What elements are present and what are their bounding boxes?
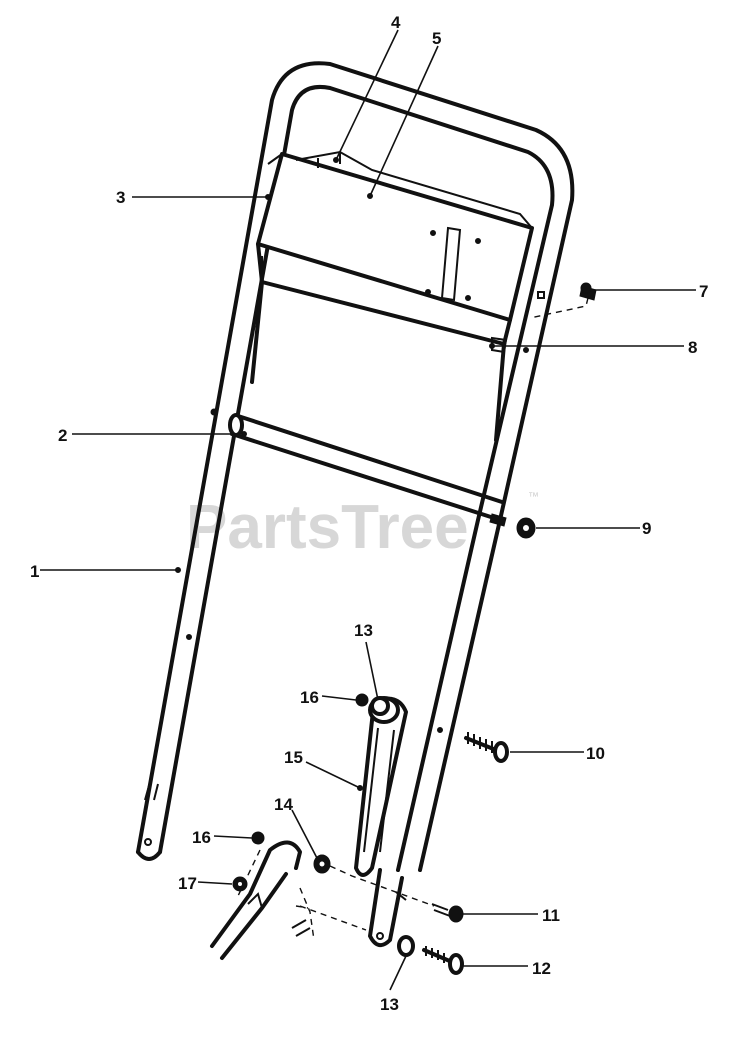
callout-17: 17: [178, 874, 197, 893]
bracket-15[interactable]: [354, 696, 408, 877]
callout-10: 10: [586, 744, 605, 763]
callout-11: 11: [542, 906, 560, 925]
deck-bracket[interactable]: [210, 840, 315, 960]
watermark-trademark: ™: [528, 491, 539, 503]
fastener-9[interactable]: [489, 513, 536, 539]
callout-4: 4: [391, 13, 401, 32]
callout-16-upper: 16: [300, 688, 319, 707]
cross-bar[interactable]: [228, 413, 504, 520]
callout-2: 2: [58, 426, 67, 445]
callout-labels: 3 4 5 7 8 2 1 9 10 13 16 15 14 16 17 11 …: [30, 13, 708, 1014]
fastener-16-lower[interactable]: [251, 831, 265, 845]
callout-9: 9: [642, 519, 651, 538]
callout-16-lower: 16: [192, 828, 211, 847]
fastener-7[interactable]: [529, 282, 597, 319]
callout-1: 1: [30, 562, 39, 581]
callout-13-upper: 13: [354, 621, 373, 640]
callout-14: 14: [274, 795, 293, 814]
leader-lines: [40, 29, 696, 991]
bolt-12[interactable]: [299, 905, 464, 975]
callout-12: 12: [532, 959, 551, 978]
bolt-10[interactable]: [437, 727, 509, 763]
callout-3: 3: [116, 188, 125, 207]
fastener-16-upper[interactable]: [355, 693, 390, 716]
lower-bracket[interactable]: [368, 868, 407, 948]
upper-handle[interactable]: [136, 61, 575, 872]
watermark-text: PartsTree: [186, 493, 469, 562]
callout-5: 5: [432, 29, 441, 48]
fastener-17[interactable]: [232, 876, 248, 892]
callout-7: 7: [699, 282, 708, 301]
bolt-11[interactable]: [329, 865, 464, 923]
callout-15: 15: [284, 748, 303, 767]
callout-8: 8: [688, 338, 697, 357]
callout-13-lower: 13: [380, 995, 399, 1014]
watermark: PartsTree ™: [186, 491, 539, 562]
control-panel[interactable]: [250, 150, 534, 442]
